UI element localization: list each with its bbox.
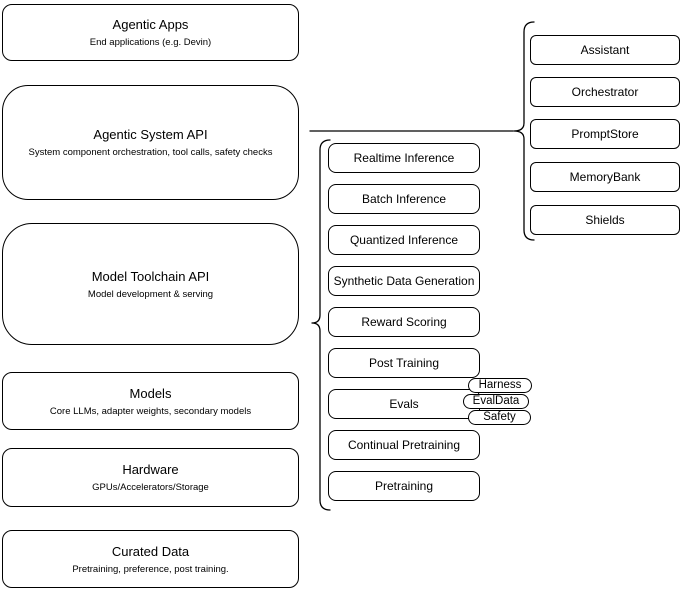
node-memorybank: MemoryBank bbox=[530, 162, 680, 192]
node-assistant: Assistant bbox=[530, 35, 680, 65]
node-model-toolchain-api-title: Model Toolchain API bbox=[91, 268, 210, 284]
node-curated-data: Curated Data Pretraining, preference, po… bbox=[2, 530, 299, 588]
node-reward-scoring: Reward Scoring bbox=[328, 307, 480, 337]
node-curated-data-subtitle: Pretraining, preference, post training. bbox=[72, 563, 229, 575]
pill-evaldata: EvalData bbox=[463, 394, 529, 409]
node-agentic-system-api-subtitle: System component orchestration, tool cal… bbox=[28, 147, 273, 158]
node-agentic-system-api-title: Agentic System API bbox=[93, 127, 208, 142]
node-agentic-apps: Agentic Apps End applications (e.g. Devi… bbox=[2, 4, 299, 61]
node-pretraining: Pretraining bbox=[328, 471, 480, 501]
node-curated-data-title: Curated Data bbox=[111, 543, 190, 559]
node-realtime-inference: Realtime Inference bbox=[328, 143, 480, 173]
node-promptstore: PromptStore bbox=[530, 119, 680, 149]
pill-safety: Safety bbox=[468, 410, 531, 425]
node-models: Models Core LLMs, adapter weights, secon… bbox=[2, 372, 299, 430]
node-continual-pretraining: Continual Pretraining bbox=[328, 430, 480, 460]
node-agentic-apps-title: Agentic Apps bbox=[112, 17, 189, 32]
node-evals: Evals bbox=[328, 389, 480, 419]
node-hardware-subtitle: GPUs/Accelerators/Storage bbox=[92, 482, 209, 493]
node-shields: Shields bbox=[530, 205, 680, 235]
node-model-toolchain-api: Model Toolchain API Model development & … bbox=[2, 223, 299, 345]
node-quantized-inference: Quantized Inference bbox=[328, 225, 480, 255]
node-synthetic-data-generation: Synthetic Data Generation bbox=[328, 266, 480, 296]
node-post-training: Post Training bbox=[328, 348, 480, 378]
node-models-title: Models bbox=[129, 385, 172, 401]
node-hardware: Hardware GPUs/Accelerators/Storage bbox=[2, 448, 299, 507]
node-hardware-title: Hardware bbox=[122, 462, 179, 477]
node-agentic-apps-subtitle: End applications (e.g. Devin) bbox=[89, 37, 212, 48]
node-model-toolchain-api-subtitle: Model development & serving bbox=[87, 288, 214, 300]
node-agentic-system-api: Agentic System API System component orch… bbox=[2, 85, 299, 200]
node-batch-inference: Batch Inference bbox=[328, 184, 480, 214]
node-orchestrator: Orchestrator bbox=[530, 77, 680, 107]
pill-harness: Harness bbox=[468, 378, 532, 393]
node-models-subtitle: Core LLMs, adapter weights, secondary mo… bbox=[49, 405, 252, 417]
